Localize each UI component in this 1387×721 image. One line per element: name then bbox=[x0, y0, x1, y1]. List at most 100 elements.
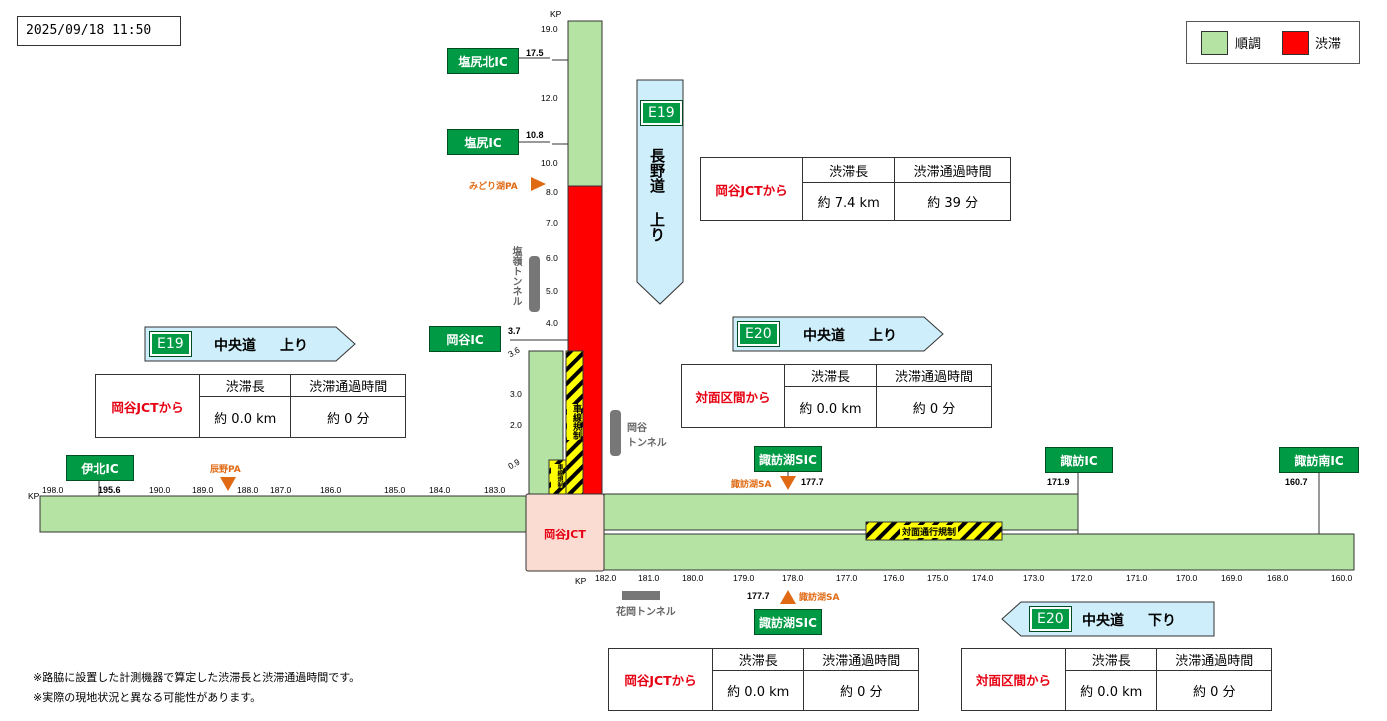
vkp-19: 19.0 bbox=[541, 24, 558, 34]
west-kp: 185.0 bbox=[384, 485, 406, 495]
e20-down-name: 中央道 bbox=[1082, 613, 1124, 629]
okaya-jct-box bbox=[525, 493, 605, 572]
e20-up-name: 中央道 bbox=[803, 328, 845, 344]
e20-down-dir: 下り bbox=[1148, 613, 1176, 629]
info-e20-down-length: 約 0.0 km bbox=[1064, 670, 1158, 711]
east-kp: 172.0 bbox=[1071, 573, 1093, 583]
vkp-label: KP bbox=[550, 9, 562, 19]
info-nagano-length: 約 7.4 km bbox=[801, 182, 896, 221]
east-kp: 160.0 bbox=[1331, 573, 1353, 583]
e19-chuo-name: 中央道 bbox=[214, 338, 256, 354]
note-1: ※路脇に設置した計測機器で算定した渋滞長と渋滞通過時間です。 bbox=[33, 671, 361, 684]
info-time-header: 渋滞通過時間 bbox=[875, 364, 993, 387]
info-nagano-from: 岡谷JCTから bbox=[700, 157, 803, 221]
west-kp: 187.0 bbox=[270, 485, 292, 495]
info-e20-up-time: 約 0 分 bbox=[875, 386, 993, 428]
info-table-e20-down: 対面区間から 渋滞長 渋滞通過時間 約 0.0 km 約 0 分 bbox=[961, 648, 1272, 711]
tatsuno-pa-label: 辰野PA bbox=[210, 465, 241, 475]
enrei-tunnel-label: 塩嶺トンネル bbox=[510, 246, 521, 306]
e20-up-dir: 上り bbox=[869, 328, 897, 344]
west-kp: 184.0 bbox=[429, 485, 451, 495]
suwa-ic: 諏訪IC bbox=[1045, 447, 1113, 473]
suwako-sa-bottom-label: 諏訪湖SA bbox=[799, 593, 840, 603]
enrei-tunnel-mark bbox=[529, 256, 540, 312]
vkp-5: 5.0 bbox=[546, 286, 558, 296]
legend-congestion-swatch bbox=[1282, 31, 1309, 55]
east-kp: 177.0 bbox=[836, 573, 858, 583]
e19-nagano-arrow-shape bbox=[636, 79, 684, 305]
east-kp: 175.0 bbox=[927, 573, 949, 583]
shiojiri-ic: 塩尻IC bbox=[447, 129, 519, 155]
info-e20-up-length: 約 0.0 km bbox=[784, 386, 877, 428]
e20-down-tag: E20 bbox=[1029, 606, 1072, 632]
midoriko-pa-label: みどり湖PA bbox=[469, 182, 518, 192]
east-kp: 170.0 bbox=[1176, 573, 1198, 583]
suwa-minami-ic: 諏訪南IC bbox=[1279, 447, 1359, 473]
info-e20-down-jct-time: 約 0 分 bbox=[803, 670, 919, 711]
nagano-road-congestion bbox=[567, 185, 603, 495]
info-table-e20-up: 対面区間から 渋滞長 渋滞通過時間 約 0.0 km 約 0 分 bbox=[681, 364, 993, 428]
hanaoka-tunnel-label: 花岡トンネル bbox=[616, 607, 676, 618]
info-chuo-west-from: 岡谷JCTから bbox=[95, 374, 200, 438]
info-length-header: 渋滞長 bbox=[198, 374, 292, 397]
info-time-header: 渋滞通過時間 bbox=[1156, 648, 1272, 671]
info-length-header: 渋滞長 bbox=[1064, 648, 1158, 671]
suwako-sic-top: 諏訪湖SIC bbox=[754, 446, 822, 472]
e20-up-tag: E20 bbox=[737, 321, 780, 347]
west-kp: 186.0 bbox=[320, 485, 342, 495]
vkp-6: 6.0 bbox=[546, 253, 558, 263]
west-kp: 189.0 bbox=[192, 485, 214, 495]
e20-up-arrow-shape bbox=[732, 316, 944, 352]
east-kp: 178.0 bbox=[782, 573, 804, 583]
legend-congestion-label: 渋滞 bbox=[1315, 37, 1342, 52]
suwako-sa-top-kp: 177.7 bbox=[801, 477, 824, 487]
shiojiri-kita-ic: 塩尻北IC bbox=[447, 48, 519, 74]
suwako-sa-top-icon bbox=[780, 476, 796, 490]
info-length-header: 渋滞長 bbox=[784, 364, 877, 387]
okaya-tunnel-mark bbox=[610, 410, 621, 456]
east-kp: 180.0 bbox=[682, 573, 704, 583]
vkp-17-5: 17.5 bbox=[526, 48, 544, 58]
east-kp: 169.0 bbox=[1221, 573, 1243, 583]
vkp-3-7: 3.7 bbox=[508, 326, 521, 336]
west-kp-label: KP bbox=[28, 491, 40, 501]
e19-nagano-name: 長野道 bbox=[648, 148, 666, 193]
info-length-header: 渋滞長 bbox=[711, 648, 805, 671]
east-kp: 181.0 bbox=[638, 573, 660, 583]
west-kp: 190.0 bbox=[149, 485, 171, 495]
e19-chuo-tag: E19 bbox=[149, 331, 192, 357]
west-kp: 188.0 bbox=[237, 485, 259, 495]
east-kp: 182.0 bbox=[595, 573, 617, 583]
info-e20-up-from: 対面区間から bbox=[681, 364, 785, 428]
west-kp: 195.6 bbox=[98, 485, 121, 495]
notes: ※路脇に設置した計測機器で算定した渋滞長と渋滞通過時間です。 ※実際の現地状況と… bbox=[33, 668, 360, 708]
e20-up-road bbox=[603, 493, 1079, 531]
vkp-12: 12.0 bbox=[541, 93, 558, 103]
midoriko-pa-icon bbox=[531, 177, 546, 191]
east-kp-label: KP bbox=[575, 576, 587, 586]
ihoku-ic: 伊北IC bbox=[66, 455, 134, 481]
opposite-restriction-label: 対面通行規制 bbox=[900, 525, 959, 538]
e19-chuo-dir: 上り bbox=[280, 338, 308, 354]
hanaoka-tunnel-mark bbox=[622, 591, 660, 600]
suwako-sa-top-label: 諏訪湖SA bbox=[731, 480, 772, 490]
info-time-header: 渋滞通過時間 bbox=[894, 157, 1011, 183]
info-chuo-west-time: 約 0 分 bbox=[290, 396, 406, 438]
info-time-header: 渋滞通過時間 bbox=[290, 374, 406, 397]
suwa-kp: 171.9 bbox=[1047, 477, 1070, 487]
okaya-jct-label: 岡谷JCT bbox=[544, 528, 586, 541]
info-table-e20-down-jct: 岡谷JCTから 渋滞長 渋滞通過時間 約 0.0 km 約 0 分 bbox=[608, 648, 919, 711]
okaya-ic: 岡谷IC bbox=[429, 326, 501, 352]
vkp-7: 7.0 bbox=[546, 218, 558, 228]
suwako-sa-bottom-kp: 177.7 bbox=[747, 591, 770, 601]
lane-restriction-label-small: 車線規制 bbox=[551, 464, 563, 488]
west-kp: 183.0 bbox=[484, 485, 506, 495]
info-table-chuo-west: 岡谷JCTから 渋滞長 渋滞通過時間 約 0.0 km 約 0 分 bbox=[95, 374, 406, 438]
vkp-2: 2.0 bbox=[510, 420, 522, 430]
info-nagano-time: 約 39 分 bbox=[894, 182, 1011, 221]
timestamp: 2025/09/18 11:50 bbox=[17, 16, 181, 46]
note-2: ※実際の現地状況と異なる可能性があります。 bbox=[33, 691, 262, 704]
info-e20-down-jct-length: 約 0.0 km bbox=[711, 670, 805, 711]
suwako-sa-bottom-icon bbox=[780, 590, 796, 604]
